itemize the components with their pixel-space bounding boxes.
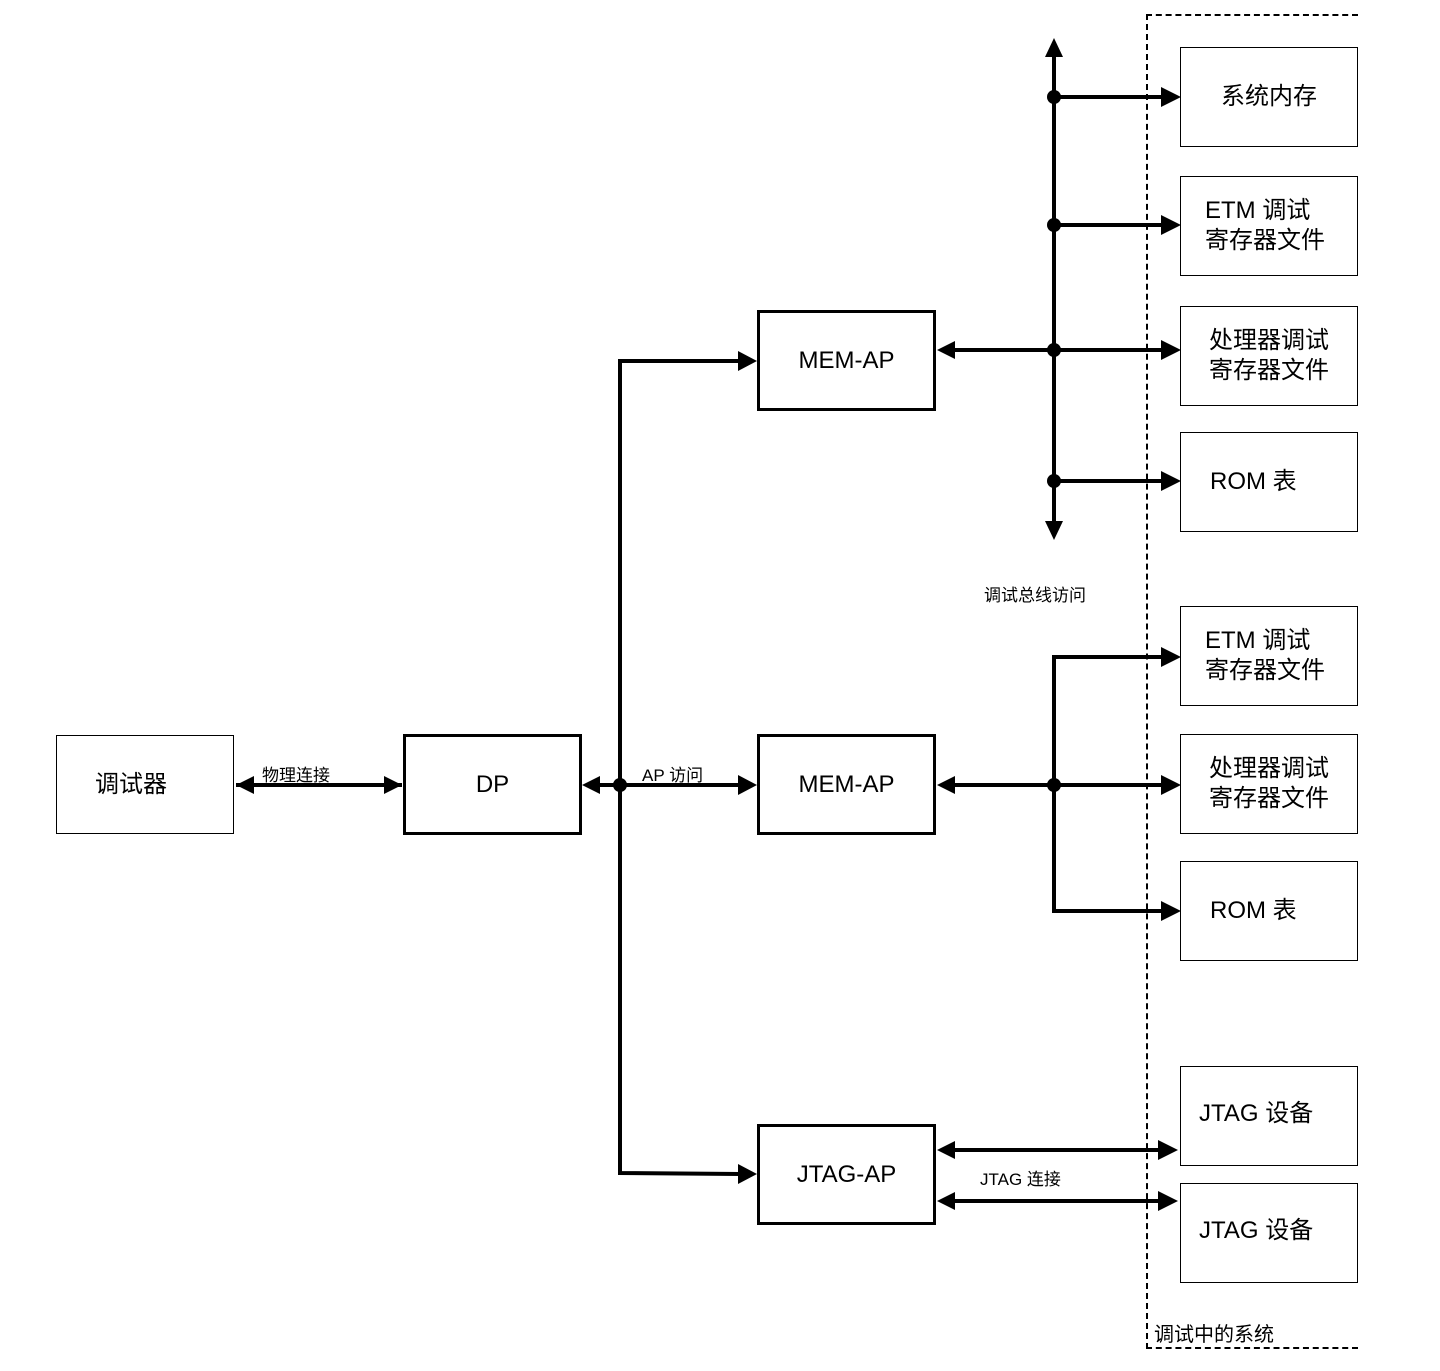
jtag-device-label-1: JTAG 设备 bbox=[1199, 1100, 1314, 1127]
etm-regs-node-2: ETM 调试 寄存器文件 bbox=[1180, 606, 1358, 706]
arrow-head bbox=[1161, 215, 1181, 235]
arrow-head bbox=[1045, 521, 1063, 540]
arrow-head bbox=[738, 351, 757, 371]
arrow-head bbox=[1158, 1140, 1178, 1160]
arrow-head bbox=[1161, 340, 1181, 360]
cpu-regs-label-2: 处理器调试 寄存器文件 bbox=[1209, 755, 1329, 812]
cpu-regs-label-1: 处理器调试 寄存器文件 bbox=[1209, 327, 1329, 384]
arrow-head bbox=[738, 1164, 757, 1184]
junction-dot bbox=[1047, 90, 1061, 104]
arrow-head bbox=[384, 776, 402, 794]
arrow-head bbox=[937, 341, 955, 359]
debug-bus-access-label: 调试总线访问 bbox=[984, 586, 1086, 605]
arrow-head bbox=[937, 1192, 955, 1210]
arrow-head bbox=[1161, 901, 1181, 921]
rom-table-label-1: ROM 表 bbox=[1210, 468, 1297, 495]
arrow-head bbox=[582, 776, 600, 794]
jtag-ap-node: JTAG-AP bbox=[757, 1124, 936, 1225]
arrow-head bbox=[1045, 38, 1063, 57]
arrow-head bbox=[1158, 1191, 1178, 1211]
mem-ap-node-2: MEM-AP bbox=[757, 734, 936, 835]
cpu-regs-node-2: 处理器调试 寄存器文件 bbox=[1180, 734, 1358, 834]
jtag-ap-label: JTAG-AP bbox=[796, 1160, 897, 1188]
ap-access-label: AP 访问 bbox=[642, 766, 704, 785]
arrow-head bbox=[937, 776, 955, 794]
junction-dot bbox=[1047, 778, 1061, 792]
jtag-device-node-1: JTAG 设备 bbox=[1180, 1066, 1358, 1166]
dp-node: DP bbox=[403, 734, 582, 835]
arrow-head bbox=[937, 1141, 955, 1159]
ap-bus-vertical bbox=[618, 359, 741, 1176]
jtag-device-label-2: JTAG 设备 bbox=[1199, 1217, 1314, 1244]
etm-regs-label-1: ETM 调试 寄存器文件 bbox=[1205, 197, 1325, 254]
arrow-head bbox=[1161, 87, 1181, 107]
arrow-head bbox=[738, 775, 757, 795]
rom-table-label-2: ROM 表 bbox=[1210, 897, 1297, 924]
debugger-node: 调试器 bbox=[56, 735, 234, 834]
jtag-device-node-2: JTAG 设备 bbox=[1180, 1183, 1358, 1283]
rom-table-node-1: ROM 表 bbox=[1180, 432, 1358, 532]
junction-dot bbox=[1047, 474, 1061, 488]
arrow-head bbox=[1161, 775, 1181, 795]
system-memory-label: 系统内存 bbox=[1221, 83, 1317, 110]
arrow-head bbox=[236, 776, 254, 794]
arrow-head bbox=[1161, 647, 1181, 667]
system-under-debug-boundary bbox=[1146, 14, 1358, 1349]
physical-connection-label: 物理连接 bbox=[262, 766, 330, 785]
rom-table-node-2: ROM 表 bbox=[1180, 861, 1358, 961]
mem-ap-label-2: MEM-AP bbox=[798, 770, 895, 798]
mem-ap-label-1: MEM-AP bbox=[798, 346, 895, 374]
mem-ap-node-1: MEM-AP bbox=[757, 310, 936, 411]
jtag-connection-label: JTAG 连接 bbox=[980, 1170, 1061, 1189]
debugger-label: 调试器 bbox=[95, 770, 167, 798]
etm-regs-label-2: ETM 调试 寄存器文件 bbox=[1205, 627, 1325, 684]
junction-dot bbox=[1047, 343, 1061, 357]
etm-regs-node-1: ETM 调试 寄存器文件 bbox=[1180, 176, 1358, 276]
system-under-debug-label: 调试中的系统 bbox=[1154, 1324, 1274, 1346]
dp-label: DP bbox=[475, 770, 510, 798]
junction-dot bbox=[613, 778, 627, 792]
cpu-regs-node-1: 处理器调试 寄存器文件 bbox=[1180, 306, 1358, 406]
system-memory-node: 系统内存 bbox=[1180, 47, 1358, 147]
arrow-head bbox=[1161, 471, 1181, 491]
junction-dot bbox=[1047, 218, 1061, 232]
